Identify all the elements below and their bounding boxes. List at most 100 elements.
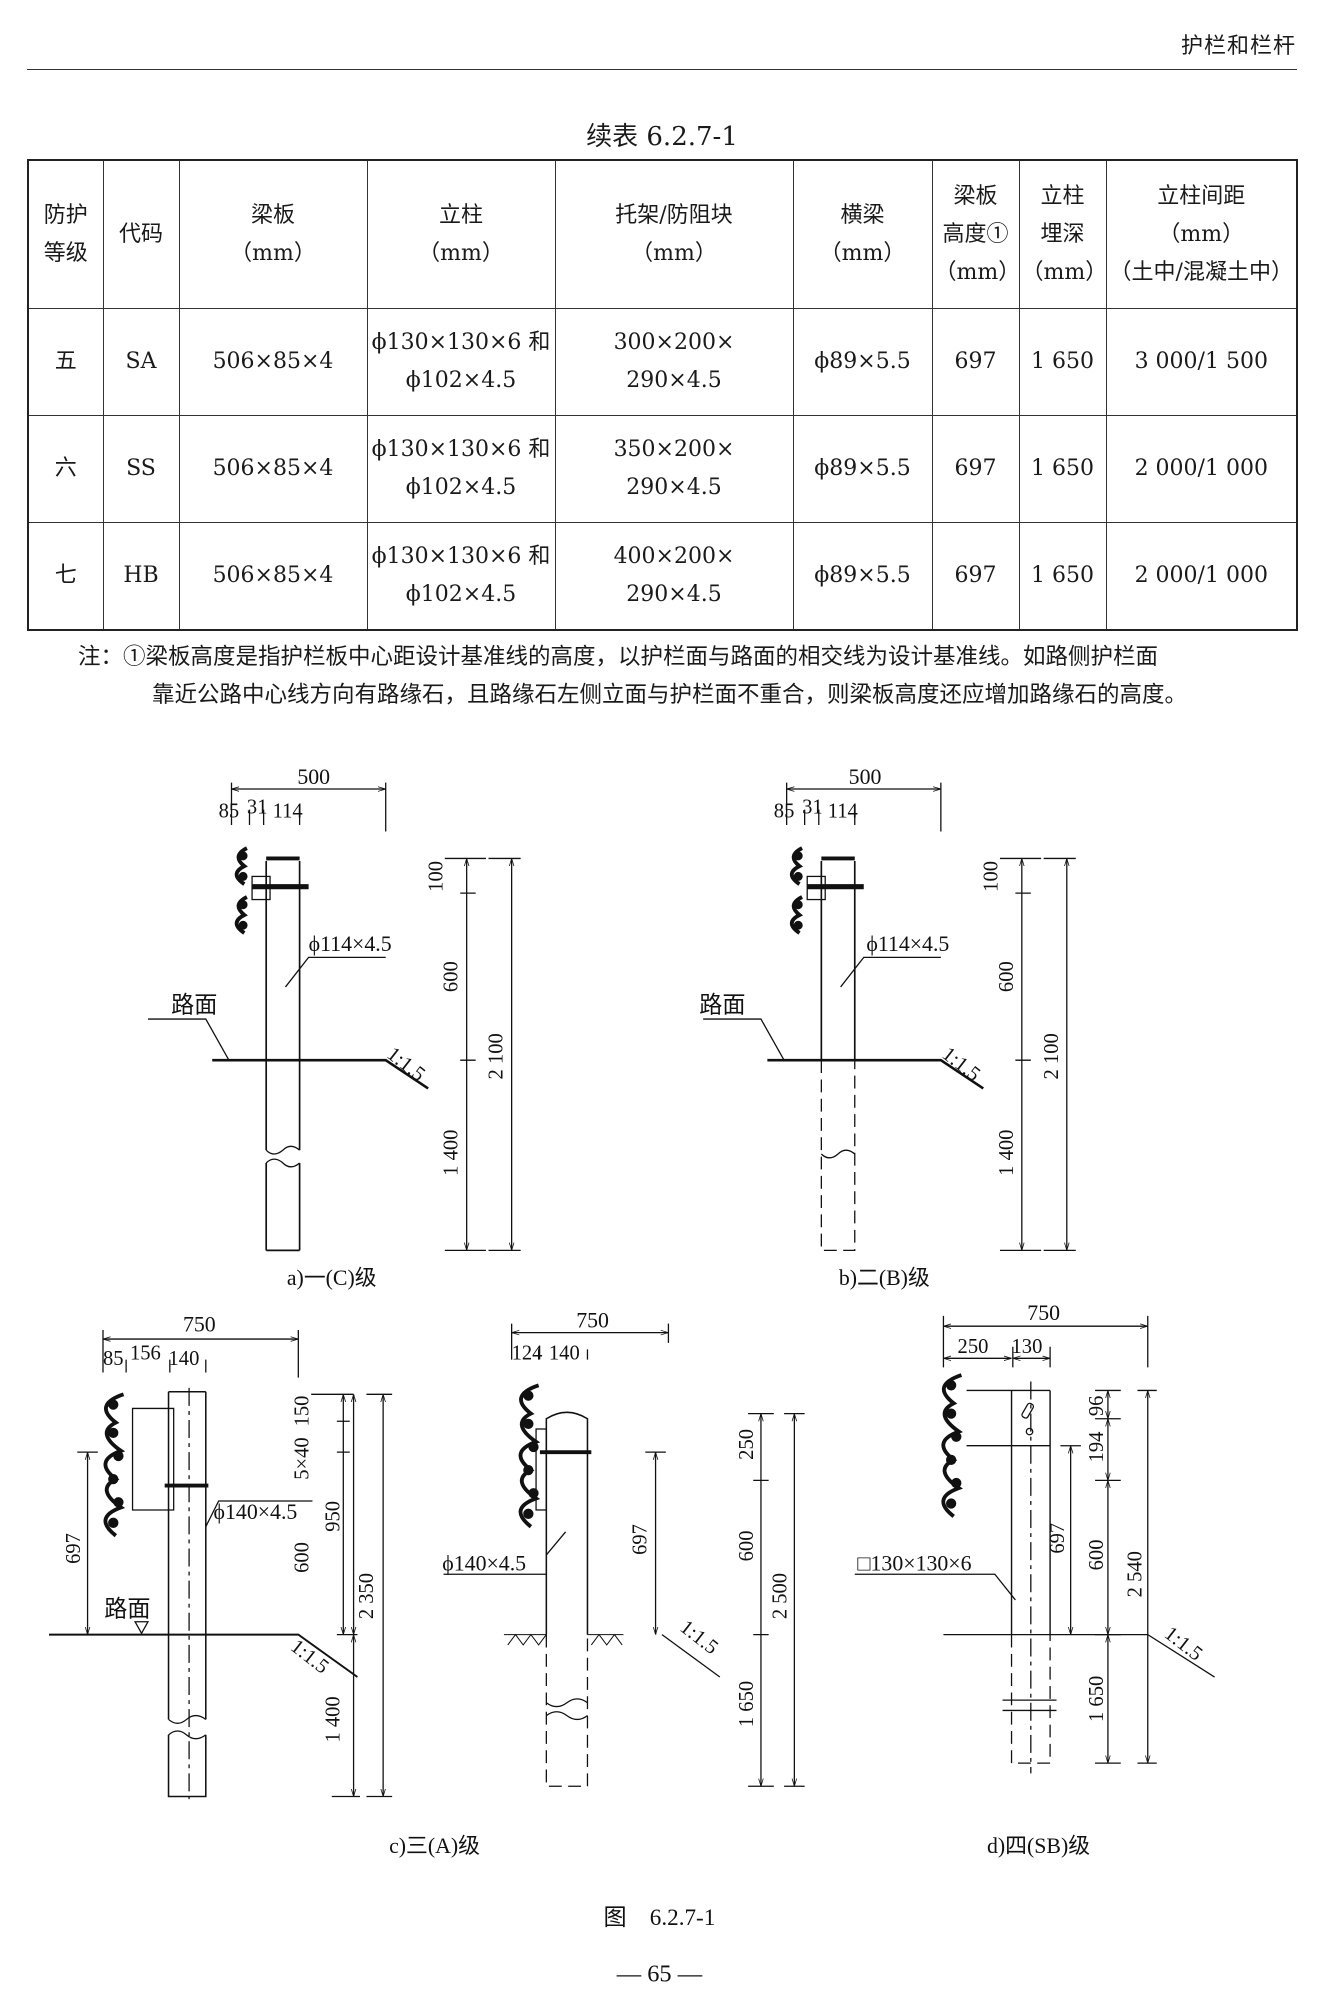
text-label: ϕ130×130×6 和: [371, 544, 551, 569]
text-label: HB: [123, 563, 159, 588]
text-label: 路面: [104, 1597, 150, 1623]
header-post-depth: 立柱埋深 （mm）: [1018, 159, 1108, 309]
text-label: 31: [802, 796, 823, 818]
table-note: 注：①梁板高度是指护栏板中心距设计基准线的高度，以护栏面与路面的相交线为设计基准…: [78, 638, 1298, 714]
text-label: 埋深: [1040, 221, 1085, 247]
header-beam-height: 梁板高度① （mm）: [931, 159, 1021, 309]
road-surface-label: 路面: [171, 993, 217, 1019]
cell-beam: 506×85×4: [178, 415, 368, 523]
caption-c: c)三(A)级: [389, 1834, 480, 1858]
text-label: 2 100: [486, 1033, 508, 1079]
text-label: 代码: [118, 221, 163, 247]
text-label: 5×40: [292, 1437, 314, 1479]
text-label: （mm）: [418, 240, 504, 266]
text-label: 1 650: [1031, 456, 1094, 481]
text-label: （mm）: [1158, 221, 1245, 247]
text-label: 1:1.5: [1160, 1623, 1206, 1666]
cell-post-depth: 1 650: [1018, 415, 1107, 523]
figure-a: 500 85 31 114 路面 ϕ114×4.5 1:1.5 100 600 …: [147, 765, 521, 1290]
text-label: 高度①: [942, 221, 1009, 247]
dim-85: 85: [219, 800, 240, 822]
text-label: 1 400: [322, 1696, 344, 1742]
text-label: 100: [980, 861, 1002, 892]
cell-code: HB: [102, 522, 180, 631]
text-label: 290×4.5: [626, 582, 722, 607]
caption-b: b)二(B)级: [839, 1266, 930, 1290]
text-label: 85: [774, 800, 795, 822]
caption-d: d)四(SB)级: [987, 1834, 1090, 1858]
text-label: 600: [292, 1542, 314, 1573]
cell-spacing: 2 000/1 000: [1105, 415, 1298, 523]
cell-grade: 七: [27, 522, 104, 631]
cell-post: ϕ130×130×6 和 ϕ102×4.5: [366, 522, 556, 631]
text-label: ϕ140×4.5: [214, 1500, 298, 1524]
figure-caption: 图 6.2.7-1: [604, 1905, 716, 1931]
text-label: 梁板: [953, 183, 998, 209]
text-label: 500: [849, 765, 882, 789]
text-label: 140: [169, 1348, 200, 1370]
cell-beam-height: 697: [931, 522, 1020, 631]
text-label: （mm）: [230, 240, 316, 266]
text-label: ϕ102×4.5: [405, 582, 517, 607]
text-label: 六: [54, 456, 77, 481]
text-label: （mm）: [1021, 259, 1108, 285]
text-label: 290×4.5: [626, 368, 722, 393]
text-label: 2 500: [770, 1573, 792, 1619]
text-label: 2 540: [1124, 1551, 1146, 1597]
text-label: 防护: [43, 202, 88, 228]
dim-width: 500: [297, 765, 330, 789]
text-label: 194: [1086, 1432, 1108, 1463]
cell-spacing: 2 000/1 000: [1105, 522, 1298, 631]
text-label: ϕ89×5.5: [814, 456, 911, 481]
cell-bracket: 350×200× 290×4.5: [554, 415, 794, 523]
table-header-row: 防护等级 代码 梁板（mm） 立柱（mm） 托架/防阻块（mm） 横梁（mm） …: [27, 159, 1298, 309]
header-code: 代码: [102, 159, 180, 309]
cell-post: ϕ130×130×6 和 ϕ102×4.5: [366, 308, 556, 416]
figure-c-alternate: 750 124 140 ϕ140×4.5 1:1.5 697 250 600 1…: [442, 1308, 805, 1787]
text-label: 250: [736, 1429, 758, 1460]
cell-bracket: 400×200×290×4.5: [554, 522, 794, 631]
note-line-2: 靠近公路中心线方向有路缘石，且路缘石左侧立面与护栏面不重合，则梁板高度还应增加路…: [152, 682, 1188, 708]
slope-label: 1:1.5: [383, 1043, 429, 1086]
text-label: 1 400: [996, 1130, 1018, 1176]
text-label: 350×200×: [613, 437, 735, 462]
text-label: 85: [103, 1348, 124, 1370]
text-label: 697: [954, 349, 997, 374]
text-label: 2 000/1 000: [1134, 456, 1268, 481]
text-label: 697: [954, 456, 997, 481]
text-label: 立柱: [1040, 183, 1085, 209]
text-label: 600: [736, 1531, 758, 1562]
text-label: （mm）: [934, 259, 1021, 285]
text-label: 290×4.5: [626, 475, 722, 500]
text-label: ϕ130×130×6 和: [371, 330, 551, 355]
text-label: 156: [130, 1343, 161, 1365]
text-label: ϕ102×4.5: [405, 368, 517, 393]
text-label: 697: [63, 1533, 85, 1564]
text-label: 750: [183, 1312, 216, 1336]
text-label: 路面: [699, 993, 745, 1019]
text-label: 1 650: [1031, 563, 1094, 588]
header-grade: 防护等级: [27, 159, 104, 309]
text-label: 114: [828, 800, 858, 822]
page-number: — 65 —: [616, 1961, 703, 1988]
header-beam: 梁板（mm）: [178, 159, 368, 309]
text-label: 100: [425, 861, 447, 892]
figure-d: 750 250 130 1:1.5 □130×130×6 697 96 194 …: [854, 1301, 1215, 1858]
header-spacing: 立柱间距（mm）（土中/混凝土中）: [1105, 159, 1298, 309]
text-label: 1:1.5: [938, 1043, 984, 1086]
text-label: SS: [126, 456, 156, 481]
text-label: 130: [1012, 1336, 1043, 1358]
w-beam-rail-icon: [234, 846, 249, 935]
header-rule: [27, 69, 1297, 70]
text-label: 托架/防阻块: [615, 202, 733, 228]
text-label: 1 400: [441, 1130, 463, 1176]
note-line-1: 注：①梁板高度是指护栏板中心距设计基准线的高度，以护栏面与路面的相交线为设计基准…: [78, 644, 1159, 670]
text-label: 506×85×4: [212, 349, 334, 374]
text-label: 600: [996, 961, 1018, 992]
text-label: 506×85×4: [212, 456, 334, 481]
text-label: 697: [1047, 1523, 1069, 1554]
text-label: 立柱: [438, 202, 483, 228]
